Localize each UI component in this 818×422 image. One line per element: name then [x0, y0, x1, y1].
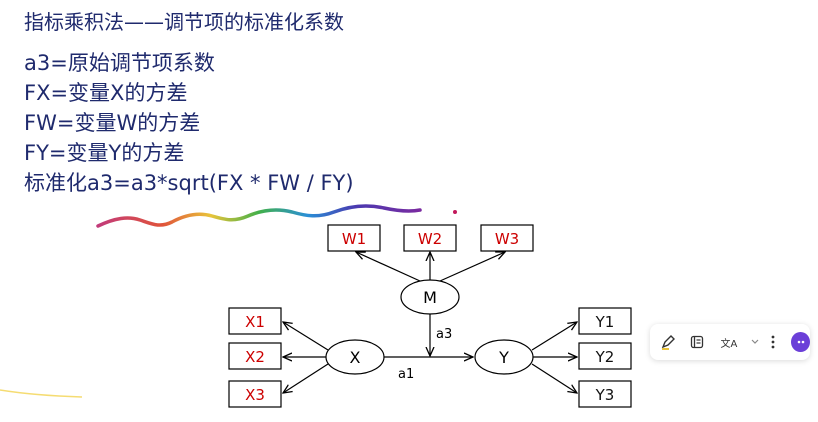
- magenta-dot: [453, 210, 457, 214]
- node-m-label: M: [423, 288, 437, 307]
- formula-line-standardized: 标准化a3=a3*sqrt(FX * FW / FY): [24, 171, 354, 195]
- box-x2: X2: [245, 348, 265, 366]
- y-indicator-boxes: [578, 307, 632, 408]
- formula-line-fy: FY=变量Y的方差: [24, 141, 185, 165]
- highlighter-icon[interactable]: [658, 331, 679, 353]
- highlight-stroke: [0, 389, 83, 398]
- box-y1: Y1: [595, 313, 615, 331]
- formula-line-fw: FW=变量W的方差: [24, 111, 201, 135]
- rainbow-squiggle: [96, 204, 422, 228]
- assistant-icon[interactable]: [791, 332, 811, 352]
- box-w2: W2: [418, 230, 442, 248]
- box-x1: X1: [245, 313, 265, 331]
- path-arrows: [283, 252, 577, 393]
- node-x-label: X: [350, 348, 361, 367]
- box-y3: Y3: [595, 386, 615, 404]
- box-x3: X3: [245, 386, 265, 404]
- floating-toolbar: 文A: [650, 324, 811, 360]
- formula-line-fx: FX=变量X的方差: [24, 81, 188, 105]
- more-icon[interactable]: [768, 331, 779, 353]
- box-y2: Y2: [595, 348, 615, 366]
- notes-icon[interactable]: [687, 331, 708, 353]
- box-w1: W1: [342, 230, 366, 248]
- x-indicator-boxes: [228, 307, 282, 408]
- translate-icon[interactable]: 文A: [720, 338, 738, 350]
- node-y-label: Y: [498, 348, 509, 367]
- path-label-a1: a1: [398, 367, 414, 382]
- slide-title: 指标乘积法——调节项的标准化系数: [24, 10, 344, 34]
- formula-line-a3: a3=原始调节项系数: [24, 51, 215, 75]
- box-w3: W3: [495, 230, 519, 248]
- chevron-down-icon[interactable]: [750, 331, 759, 353]
- path-label-a3: a3: [436, 327, 452, 342]
